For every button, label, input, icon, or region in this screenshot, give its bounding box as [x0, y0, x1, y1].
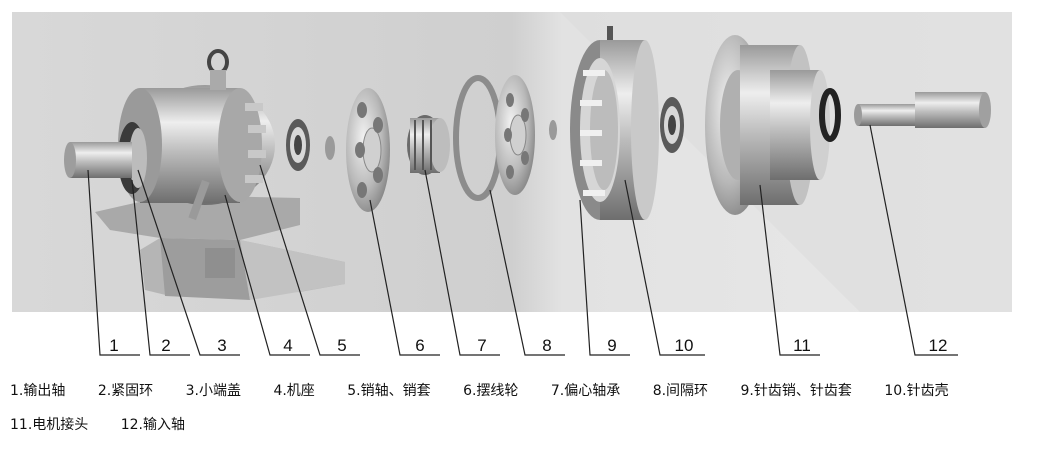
legend-item: 6.摆线轮 [463, 383, 519, 399]
callout-8: 8 [542, 336, 551, 355]
callout-3: 3 [217, 336, 226, 355]
part-pin-gear-housing [570, 26, 659, 220]
legend-item: 12.输入轴 [120, 417, 185, 433]
callout-5: 5 [337, 336, 346, 355]
legend-item: 8.间隔环 [652, 383, 709, 399]
part-cycloid-disc-1 [346, 88, 390, 212]
callout-1: 1 [109, 336, 118, 355]
part-bearing-left [286, 119, 335, 171]
legend-item: 1.输出轴 [10, 383, 66, 399]
part-motor-adapter [705, 35, 830, 215]
legend-item: 2.紧固环 [97, 383, 154, 399]
legend-item: 10.针齿壳 [884, 383, 949, 399]
callout-12: 12 [929, 336, 948, 355]
legend-item: 5.销轴、销套 [347, 383, 431, 399]
legend-item: 7.偏心轴承 [550, 383, 621, 399]
legend-item: 11.电机接头 [10, 417, 89, 433]
callout-2: 2 [161, 336, 170, 355]
callout-labels: 1 2 3 4 5 6 7 8 9 10 11 12 [109, 336, 947, 355]
part-small-end-cover [129, 128, 147, 188]
legend-item: 9.针齿销、针齿套 [740, 383, 852, 399]
legend-row-1: 1.输出轴 2.紧固环 3.小端盖 4.机座 5.销轴、销套 6.摆线轮 7.偏… [10, 380, 977, 400]
part-input-shaft [854, 92, 991, 128]
callout-10: 10 [675, 336, 694, 355]
callout-11: 11 [793, 336, 811, 355]
leader-lines [87, 124, 958, 356]
callout-9: 9 [607, 336, 616, 355]
legend-row-2: 11.电机接头 12.输入轴 [10, 414, 213, 434]
legend-item: 4.机座 [273, 383, 315, 399]
part-machine-base [95, 195, 345, 300]
callout-6: 6 [415, 336, 424, 355]
part-eccentric-bearing [407, 115, 450, 175]
legend-item: 3.小端盖 [185, 383, 241, 399]
callout-7: 7 [477, 336, 486, 355]
part-output-shaft [64, 142, 132, 178]
part-bearing-right [660, 97, 684, 153]
part-fastening-ring-right [819, 88, 841, 142]
part-cycloid-disc-2 [495, 75, 557, 195]
callout-4: 4 [283, 336, 292, 355]
